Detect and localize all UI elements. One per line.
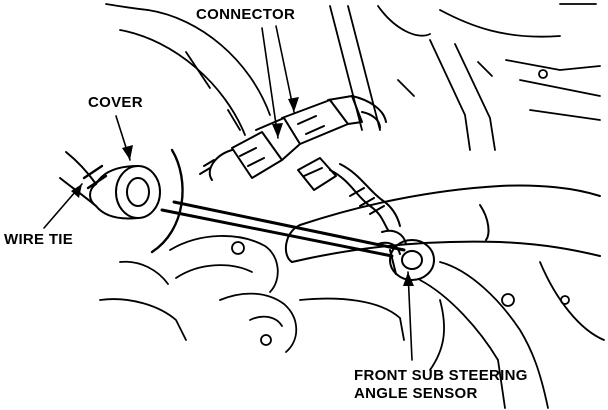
upper-right-frame-drawing [329,3,601,151]
cover-label-text: COVER [88,94,143,111]
sensor-leader [407,271,413,361]
connector-leader [261,27,279,139]
connector-arrowhead [272,123,283,138]
magnification-lines [160,200,406,258]
connector-leader-2 [275,25,295,113]
wire-tie-label-text: WIRE TIE [4,231,74,248]
cover-drawing [59,148,184,254]
wire-tie-arrowhead [71,184,82,198]
sensor-label-line2: ANGLE SENSOR [354,384,478,402]
sensor-label: FRONT SUB STEERING ANGLE SENSOR [354,367,528,402]
sensor-drawing [377,229,435,281]
connector-drawing [199,95,387,191]
connector-arrowhead-2 [288,97,299,112]
lower-right-assembly-drawing [419,261,605,409]
cross-member-drawing [284,184,601,263]
sensor-label-line1: FRONT SUB STEERING [354,367,528,384]
cover-label: COVER [88,94,143,112]
connector-label: CONNECTOR [196,6,295,24]
harness-drawing [329,163,401,231]
cover-arrowhead [122,145,133,160]
wire-tie-label: WIRE TIE [4,231,73,249]
connector-label-text: CONNECTOR [196,6,296,23]
sensor-arrowhead [403,272,414,286]
arrowheads [71,97,414,286]
upper-arm-drawing [105,3,271,136]
lower-left-chassis-drawing [99,235,405,353]
